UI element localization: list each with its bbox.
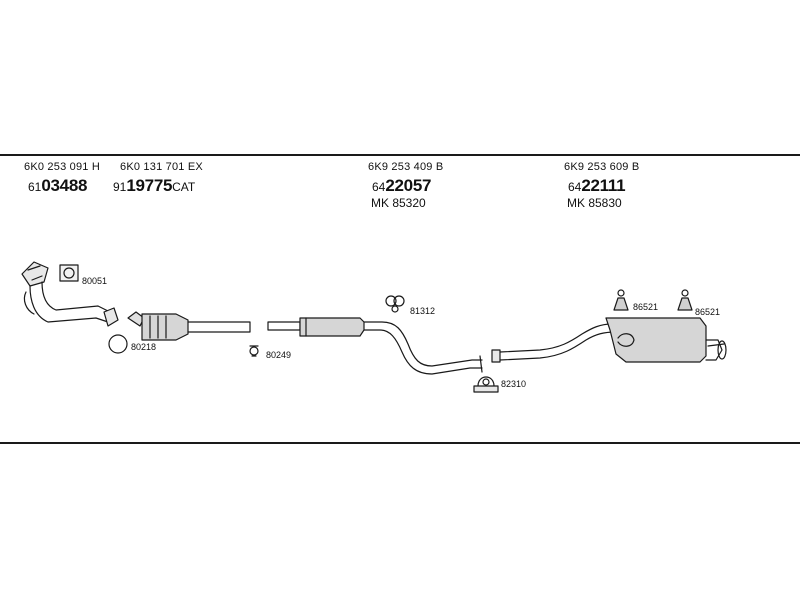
rubber-mount-icon <box>385 295 405 313</box>
part-main: 22111 <box>581 176 626 195</box>
part-suffix: CAT <box>172 180 196 194</box>
oem-number-middle-silencer: 6K9 253 409 B <box>368 161 444 173</box>
oem-number-front-pipe: 6K0 253 091 H <box>24 161 100 173</box>
part-main: 19775 <box>126 176 173 195</box>
top-divider <box>0 154 800 156</box>
middle-silencer-drawing <box>267 317 483 375</box>
ring-icon <box>108 334 128 354</box>
rear-silencer-drawing <box>491 317 727 363</box>
label-rubber-mount: 81312 <box>410 306 436 316</box>
hanger-icon-1 <box>613 289 629 311</box>
u-clamp-icon <box>473 376 499 393</box>
label-clamp: 80249 <box>266 350 292 360</box>
part-prefix: 64 <box>372 180 386 194</box>
catalyst-drawing <box>127 311 251 341</box>
front-pipe-drawing <box>21 261 119 327</box>
gasket-icon <box>59 264 79 282</box>
mk-number-rear-silencer: MK 85830 <box>567 196 622 210</box>
label-ring: 80218 <box>131 342 157 352</box>
label-u-clamp: 82310 <box>501 379 527 389</box>
part-number-catalyst: 9119775CAT <box>113 177 195 195</box>
part-main: 03488 <box>41 176 88 195</box>
part-number-front-pipe: 6103488 <box>28 177 87 195</box>
label-gasket: 80051 <box>82 276 108 286</box>
hanger-icon-2 <box>677 289 693 311</box>
part-main: 22057 <box>385 176 432 195</box>
part-prefix: 91 <box>113 180 127 194</box>
clamp-icon <box>249 345 259 357</box>
part-prefix: 61 <box>28 180 42 194</box>
bottom-divider <box>0 442 800 444</box>
label-hanger-2: 86521 <box>695 307 721 317</box>
label-hanger-1: 86521 <box>633 302 659 312</box>
part-number-rear-silencer: 6422111 <box>568 176 626 195</box>
mk-number-middle-silencer: MK 85320 <box>371 196 426 210</box>
oem-number-rear-silencer: 6K9 253 609 B <box>564 161 640 173</box>
oem-number-catalyst: 6K0 131 701 EX <box>120 161 203 173</box>
part-number-middle-silencer: 6422057 <box>372 177 431 195</box>
part-prefix: 64 <box>568 180 582 194</box>
